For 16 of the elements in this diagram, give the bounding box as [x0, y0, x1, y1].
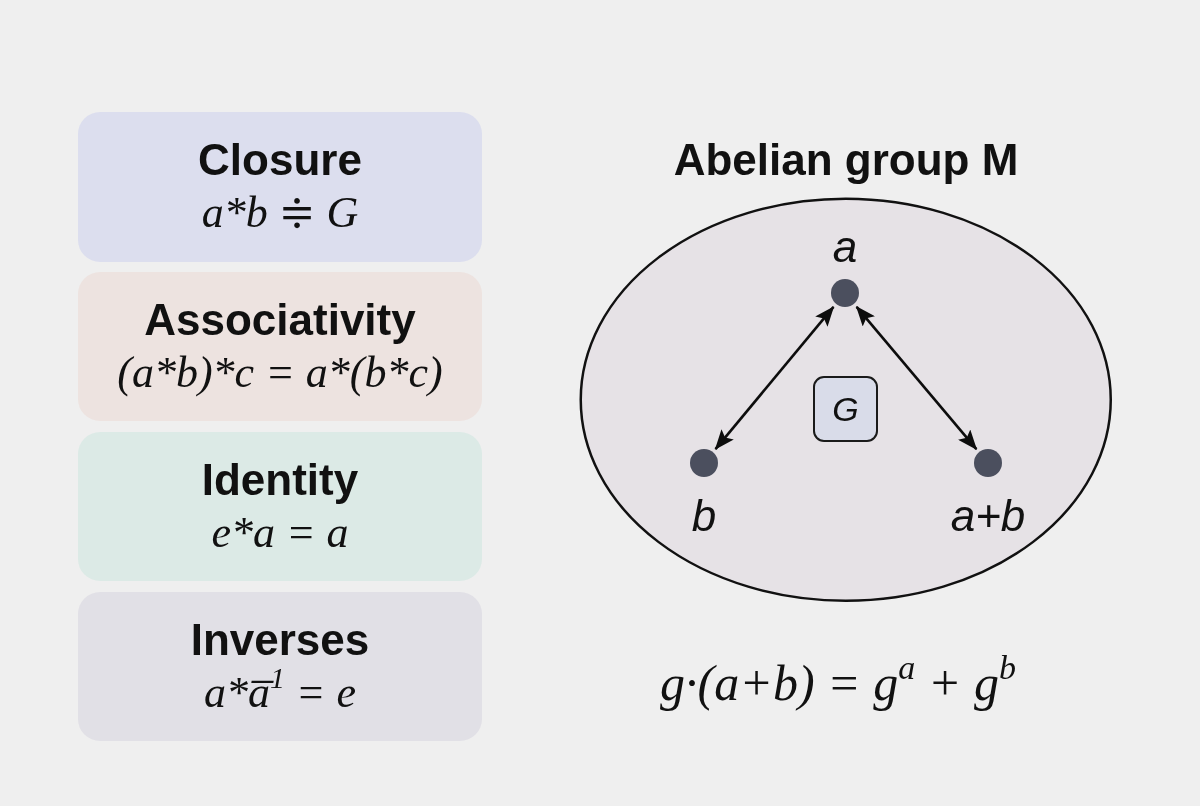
double-arrow	[714, 306, 835, 450]
set-symbol-tile: G	[813, 376, 878, 442]
property-formula: e*a = a	[211, 506, 349, 559]
property-name: Inverses	[190, 614, 370, 665]
property-name: Associativity	[144, 294, 416, 345]
group-title: Abelian group M	[673, 135, 1019, 185]
equation: g·(a+b) = g$^{a}$ + g$^{b}$	[660, 653, 1016, 713]
double-arrow	[855, 305, 978, 451]
point-label: a+b	[950, 492, 1026, 540]
property-name: Identity	[201, 454, 359, 505]
point-label: a	[832, 223, 858, 271]
property-formula: (a*b)*c = a*(b*c)	[117, 346, 443, 399]
property-formula: a*b ≑ G	[201, 187, 359, 239]
property-formula: a*a̅$^{1}$ = e	[203, 666, 357, 719]
property-name: Closure	[198, 135, 362, 185]
point-label: b	[691, 492, 717, 540]
